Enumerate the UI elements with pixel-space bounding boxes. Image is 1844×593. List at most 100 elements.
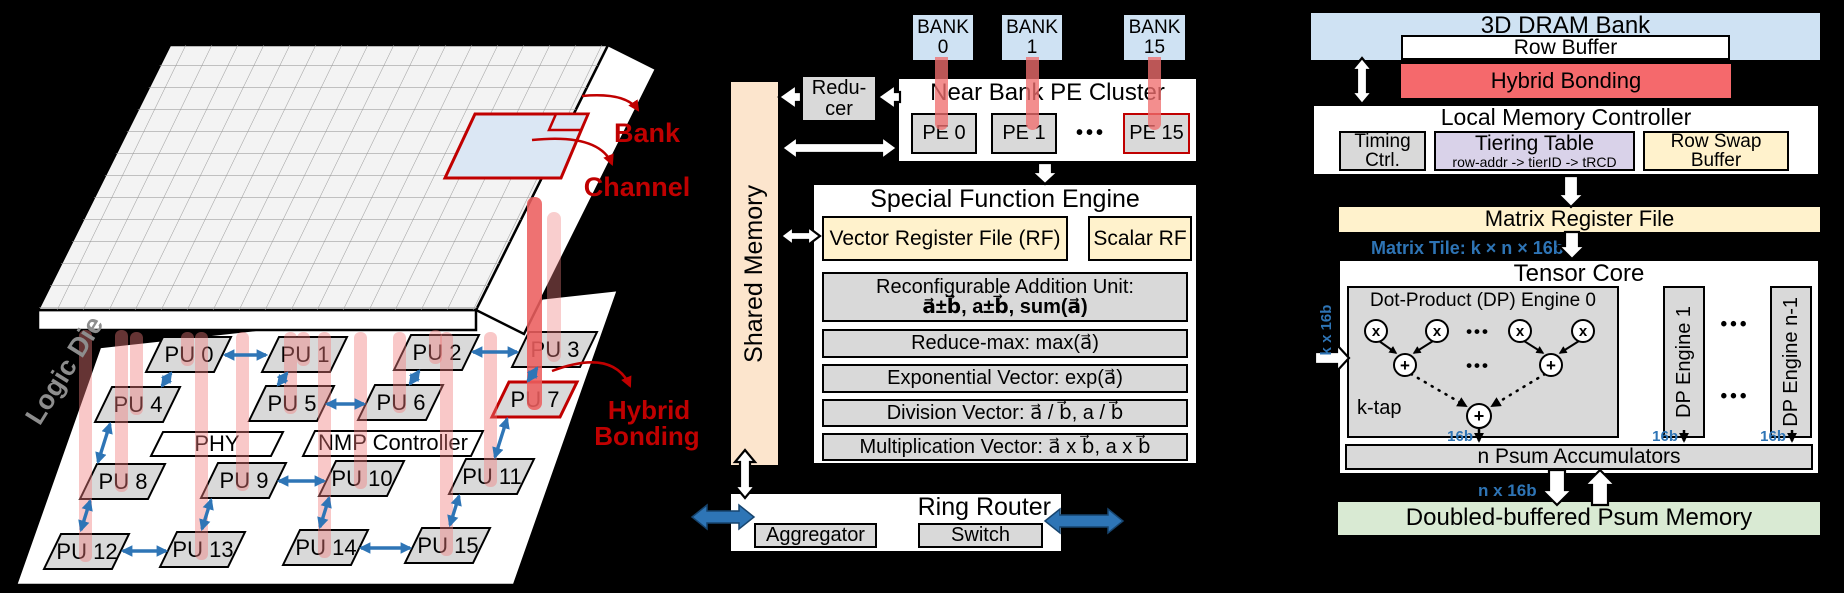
hybrid-bonding-layer: Hybrid Bonding <box>1401 64 1731 98</box>
fn-row-exponential: Exponential Vector: exp(a⃗) <box>822 364 1188 393</box>
arrow-reducer-to-sharedmem <box>777 82 803 112</box>
pu-9: PU 9 <box>199 462 288 499</box>
pe-0: PE 0 <box>911 113 977 154</box>
lmc-title: Local Memory Controller <box>1440 104 1692 130</box>
dp-engine-n-1: DP Engine n-1 <box>1770 286 1812 438</box>
highlighted-bond-column <box>527 197 542 410</box>
svg-text:PU 0: PU 0 <box>165 342 214 367</box>
pu-interconnect-arrows <box>78 346 539 557</box>
row-buffer: Row Buffer <box>1401 35 1730 60</box>
pu-10: PU 10 <box>317 460 406 497</box>
channel-annotation: Channel <box>584 172 691 202</box>
arrow-lmc-to-mrf <box>1555 174 1587 209</box>
bank15-pe15-link <box>1148 57 1161 130</box>
svg-text:PU 15: PU 15 <box>417 533 478 558</box>
dram-die-slab <box>35 43 658 336</box>
bank-highlight <box>547 112 590 132</box>
dp-ellipsis-upper: ••• <box>1720 314 1750 335</box>
pu-15: PU 15 <box>403 527 492 564</box>
pu-13: PU 13 <box>158 531 247 568</box>
reducer-label-line1: Redu- <box>811 77 867 100</box>
psum-accumulators: n Psum Accumulators <box>1345 444 1813 470</box>
n16b-annotation: n x 16b <box>1478 481 1537 500</box>
pu-11: PU 11 <box>447 458 536 495</box>
arrow-psum-to-memory <box>1539 468 1575 507</box>
pu-0: PU 0 <box>144 336 233 373</box>
svg-text:PU 8: PU 8 <box>99 469 148 494</box>
svg-text:PU 11: PU 11 <box>462 464 522 489</box>
tensor-core-title: Tensor Core <box>1513 260 1645 287</box>
svg-text:PU 14: PU 14 <box>295 535 356 560</box>
dp-ellipsis-lower: ••• <box>1720 386 1750 407</box>
switch: Switch <box>918 523 1043 548</box>
shared-memory-label: Shared Memory <box>739 184 768 363</box>
tiering-table: Tiering Table row-addr -> tierID -> tRCD <box>1434 131 1635 171</box>
bank-column <box>547 212 561 362</box>
svg-text:PU 5: PU 5 <box>268 391 317 416</box>
matrix-tile-annotation: Matrix Tile: k × n × 16b <box>1371 238 1564 258</box>
sfe-title: Special Function Engine <box>870 185 1140 213</box>
fn-row-reduce-max: Reduce-max: max(a⃗) <box>822 329 1188 358</box>
hybrid-callout-arrow <box>551 361 632 388</box>
k-tap-label: k-tap <box>1357 396 1402 419</box>
svg-text:PU 1: PU 1 <box>281 342 330 367</box>
svg-text:PU 4: PU 4 <box>114 392 163 417</box>
arrow-memory-to-psum <box>1582 468 1618 507</box>
reducer: Redu- cer <box>801 75 877 122</box>
hybrid-annotation-line2: Bonding <box>594 421 699 451</box>
pu-4: PU 4 <box>93 386 182 423</box>
arrow-cluster-to-sfe <box>1029 161 1061 186</box>
phy-block: PHY <box>149 431 285 457</box>
bank-callout-arrow <box>581 94 640 112</box>
dram-bank-label: 3D DRAM Bank <box>1480 12 1651 39</box>
matrix-register-file: Matrix Register File <box>1339 207 1820 232</box>
k16b-input-label: k x 16b <box>1318 305 1335 356</box>
svg-text:PU 10: PU 10 <box>331 466 392 491</box>
svg-text:PU 6: PU 6 <box>377 390 426 415</box>
pe-cluster-title: Near Bank PE Cluster <box>930 79 1165 106</box>
pu-1: PU 1 <box>260 336 349 373</box>
fn-row-division: Division Vector: a⃗ / b⃗, a / b⃗ <box>822 399 1188 427</box>
pu-14: PU 14 <box>281 529 370 566</box>
bank-annotation: Bank <box>614 118 681 148</box>
svg-text:PU 12: PU 12 <box>56 539 117 564</box>
dp0-title: Dot-Product (DP) Engine 0 <box>1370 290 1596 311</box>
pu-8: PU 8 <box>78 463 167 500</box>
hybrid-annotation-line1: Hybrid <box>608 395 690 425</box>
pe-1: PE 1 <box>991 113 1057 154</box>
channel-callout-arrow <box>531 137 614 166</box>
dp-engine-0: Dot-Product (DP) Engine 0 k-tap <box>1347 286 1619 438</box>
arrow-sharedmem-cluster <box>780 134 899 162</box>
svg-text:PU 13: PU 13 <box>172 537 233 562</box>
pu-2: PU 2 <box>392 334 481 371</box>
pu-6: PU 6 <box>356 384 445 421</box>
pu-array: PU 0 PU 1 PU 2 PU 3 PU 4 PU 5 PU 6 PU 7 … <box>42 331 599 570</box>
svg-text:PU 2: PU 2 <box>413 340 462 365</box>
fn-row-addition: Reconfigurable Addition Unit: a⃗±b⃗, a±b… <box>822 272 1188 322</box>
psum-memory: Doubled-buffered Psum Memory <box>1338 502 1820 535</box>
svg-text:PU 9: PU 9 <box>220 468 269 493</box>
phy-label: PHY <box>194 431 240 456</box>
aggregator: Aggregator <box>754 523 877 548</box>
pu-12: PU 12 <box>42 533 131 570</box>
shared-memory: Shared Memory <box>729 80 780 467</box>
ring-router-title: Ring Router <box>917 493 1051 521</box>
zoom-callout-bottom <box>1198 165 1224 201</box>
arrow-drambank-lmc <box>1349 56 1375 106</box>
bank1-pe1-link <box>1026 57 1039 130</box>
reducer-label-line2: cer <box>825 97 853 120</box>
nmp-controller-block: NMP Controller <box>301 430 485 457</box>
fn-row-multiplication: Multiplication Vector: a⃗ x b⃗, a x b⃗ <box>822 433 1188 461</box>
zoom-callout-top <box>1198 96 1233 123</box>
dp-engine-1: DP Engine 1 <box>1663 286 1705 438</box>
vector-register-file: Vector Register File (RF) <box>822 216 1068 261</box>
nmp-controller-label: NMP Controller <box>318 430 468 455</box>
scalar-rf: Scalar RF <box>1088 216 1192 261</box>
panel-a-3d-stack: PHY NMP Controller PU 0 PU 1 PU 2 PU 3 P… <box>14 43 700 587</box>
